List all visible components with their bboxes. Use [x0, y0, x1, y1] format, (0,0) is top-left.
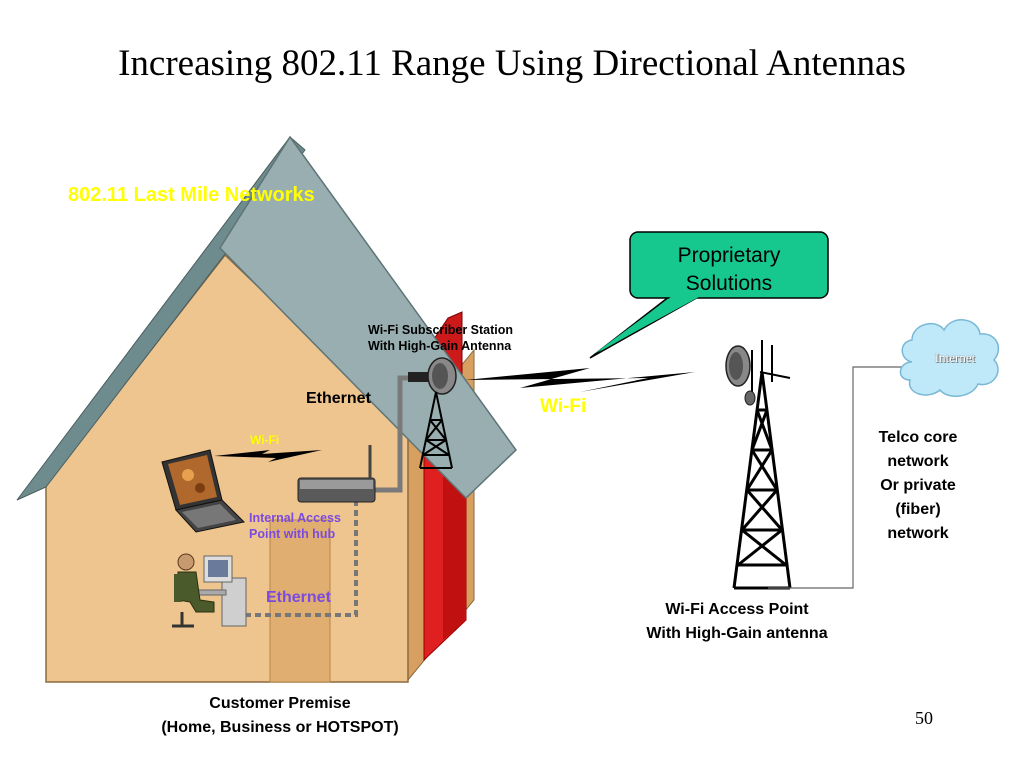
laptop-icon [161, 449, 246, 533]
ethernet-cable-lower [240, 500, 358, 617]
slide-title: Increasing 802.11 Range Using Directiona… [118, 43, 906, 84]
subscriber-station-line-2: With High-Gain Antenna [368, 339, 512, 353]
telco-line-2: network [887, 453, 949, 470]
subscriber-station-line-1: Wi-Fi Subscriber Station [368, 323, 514, 337]
door [269, 519, 331, 683]
access-point-line-1: Wi-Fi Access Point [665, 601, 809, 618]
telco-line-1: Telco core [878, 429, 958, 446]
wifi-bolt-small [214, 450, 322, 462]
telco-line-4: (fiber) [895, 501, 941, 518]
roof [219, 135, 517, 500]
customer-premise-line-2: (Home, Business or HOTSPOT) [161, 719, 399, 736]
ethernet-lower-label: Ethernet [266, 589, 331, 606]
fiber-link-line [768, 366, 910, 589]
callout-line-2: Solutions [685, 272, 773, 295]
proprietary-solutions-callout [589, 231, 829, 359]
internet-label: Internet [934, 350, 976, 365]
telco-label: Telco core network Or private (fiber) ne… [858, 426, 978, 546]
callout-text: Proprietary Solutions [630, 242, 828, 298]
wifi-small-label: Wi-Fi [250, 433, 280, 447]
telco-line-3: Or private [880, 477, 956, 494]
access-point-dish-icon [725, 345, 756, 406]
customer-premise-line-1: Customer Premise [209, 695, 351, 712]
internal-ap-line-1: Internal Access [249, 511, 341, 525]
internal-access-point [297, 445, 376, 503]
customer-premise-label: Customer Premise (Home, Business or HOTS… [110, 692, 450, 740]
access-point-label: Wi-Fi Access Point With High-Gain antenn… [612, 598, 862, 646]
wifi-link-label: Wi-Fi [540, 396, 587, 417]
wifi-bolt-long [465, 368, 695, 392]
access-point-line-2: With High-Gain antenna [646, 625, 828, 642]
internal-ap-label: Internal Access Point with hub [249, 510, 341, 542]
page-number: 50 [915, 708, 933, 728]
house-header-label: 802.11 Last Mile Networks [68, 184, 315, 206]
subscriber-station-label: Wi-Fi Subscriber Station With High-Gain … [368, 322, 513, 354]
access-point-tower-icon [732, 340, 792, 590]
callout-line-1: Proprietary [677, 244, 781, 267]
ethernet-upper-label: Ethernet [306, 390, 371, 407]
telco-line-5: network [887, 525, 949, 542]
person-at-computer-icon [172, 553, 247, 628]
internet-cloud-icon [899, 319, 1000, 397]
internal-ap-line-2: Point with hub [249, 527, 336, 541]
subscriber-antenna-icon [408, 357, 457, 469]
